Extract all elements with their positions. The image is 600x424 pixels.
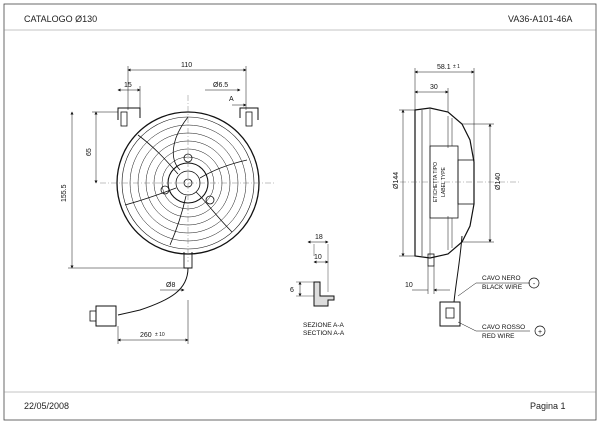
front-center-lines: [100, 95, 276, 262]
label-type-en: LABEL TYPE: [441, 166, 447, 196]
catalog-title: CATALOGO Ø130: [24, 14, 98, 24]
dim-cable-260: 260: [140, 332, 152, 339]
sheet-border: [3, 3, 597, 421]
dim-section-18: 18: [315, 234, 323, 241]
dim-section-6: 6: [290, 287, 294, 294]
section-marker-a: A: [229, 96, 234, 103]
black-wire-label-it: CAVO NERO: [482, 275, 521, 282]
dim-section-10: 10: [314, 254, 322, 261]
dim-height-155-5: 155.5: [61, 184, 68, 202]
dim-width-110: 110: [181, 62, 192, 69]
dim-depth-58-1: 58.1: [437, 64, 451, 71]
dim-dia-144: Ø144: [393, 172, 400, 189]
dim-dia-140: Ø140: [495, 173, 502, 190]
dim-offset-15: 15: [124, 82, 132, 89]
section-view: [296, 240, 335, 307]
red-wire-label-it: CAVO ROSSO: [482, 324, 525, 331]
dim-cable-offset-10: 10: [405, 282, 413, 289]
front-dimensions: [68, 66, 247, 344]
dim-hole-6-5: Ø6.5: [213, 82, 228, 89]
dim-depth-tolerance: ± 1: [453, 64, 460, 70]
minus-symbol: -: [533, 281, 536, 288]
front-view: [89, 107, 260, 327]
red-wire-label-en: RED WIRE: [482, 333, 515, 340]
section-title-en: SECTION A-A: [303, 330, 345, 337]
black-wire-label-en: BLACK WIRE: [482, 284, 523, 291]
section-title-it: SEZIONE A-A: [303, 322, 344, 329]
drawing-date: 22/05/2008: [24, 401, 70, 411]
dim-height-65: 65: [86, 148, 93, 156]
side-view: [414, 107, 475, 327]
minus-symbol-icon: -: [528, 277, 540, 289]
side-dimensions: [399, 68, 530, 332]
dim-depth-30: 30: [430, 84, 438, 91]
plus-symbol-icon: +: [534, 325, 546, 337]
plus-symbol: +: [538, 329, 542, 336]
dim-cable-tolerance: ± 10: [155, 332, 165, 338]
page-number: Pagina 1: [530, 401, 566, 411]
dim-cable-8: Ø8: [166, 282, 175, 289]
part-code: VA36-A101-46A: [508, 14, 573, 24]
